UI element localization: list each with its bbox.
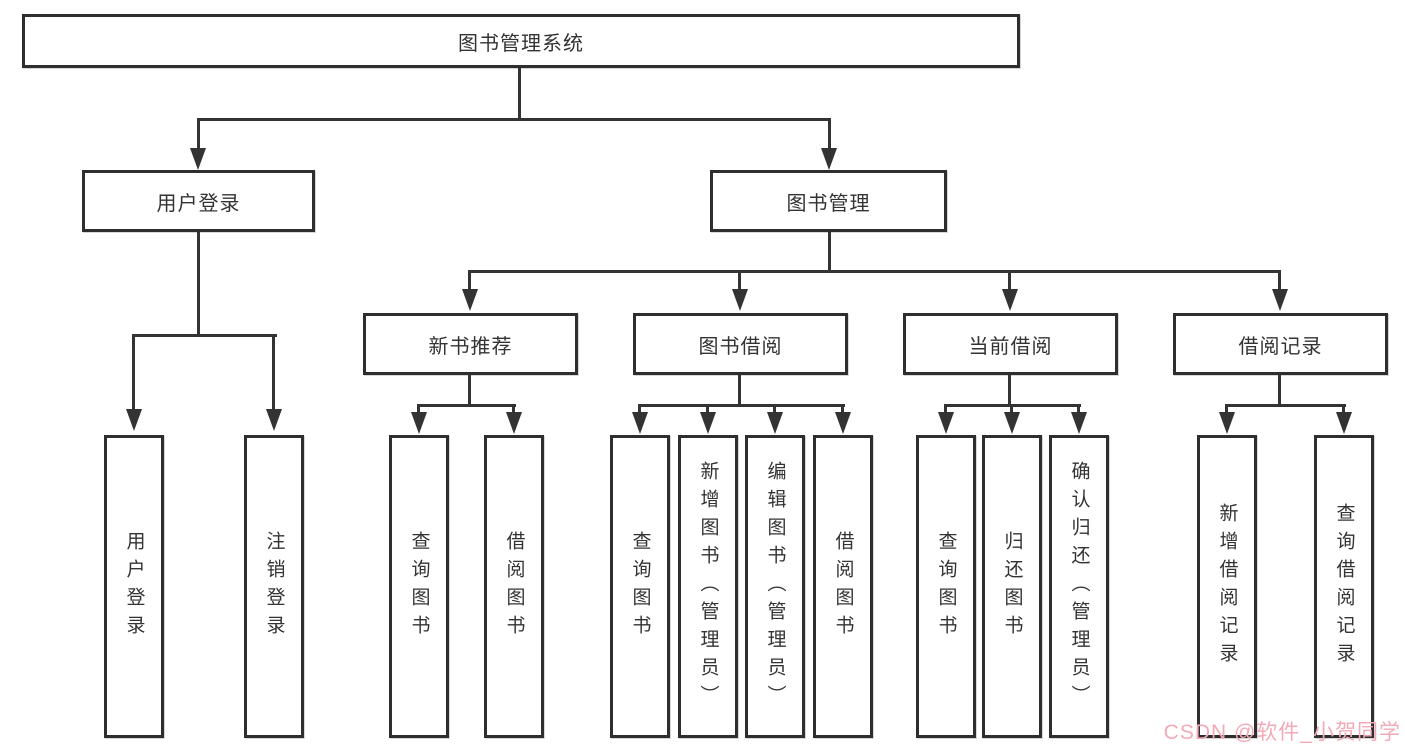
connector-line	[197, 118, 200, 150]
arrow-down-icon	[835, 412, 851, 434]
arrow-down-icon	[632, 412, 648, 434]
leaf-logout: 注销登录	[244, 435, 304, 738]
connector-line	[468, 375, 471, 406]
connector-line	[944, 404, 947, 414]
leaf-add-borrow-record: 新增借阅记录	[1197, 435, 1257, 738]
node-label: 注销登录	[263, 530, 285, 643]
node-book-borrowing: 图书借阅	[633, 313, 848, 375]
node-label: 图书借阅	[698, 335, 783, 358]
arrow-down-icon	[938, 412, 954, 434]
node-label: 图书管理	[786, 192, 871, 215]
leaf-borrow-books-1: 借阅图书	[484, 435, 544, 738]
arrow-down-icon	[411, 412, 427, 434]
connector-line	[1225, 404, 1346, 407]
node-borrowing-records: 借阅记录	[1173, 313, 1388, 375]
arrow-down-icon	[767, 412, 783, 434]
connector-line	[706, 404, 709, 414]
arrow-down-icon	[126, 409, 142, 431]
connector-line	[518, 68, 521, 120]
connector-line	[1077, 404, 1080, 414]
node-new-book-recommendation: 新书推荐	[363, 313, 578, 375]
node-label: 编辑图书（管理员）	[764, 460, 786, 713]
node-label: 查询图书	[408, 530, 430, 643]
node-label: 图书管理系统	[458, 32, 584, 55]
connector-line	[738, 270, 741, 290]
node-label: 新增图书（管理员）	[697, 460, 719, 713]
leaf-query-books-3: 查询图书	[916, 435, 976, 738]
node-label: 查询图书	[935, 530, 957, 643]
node-current-borrowing: 当前借阅	[903, 313, 1118, 375]
connector-line	[197, 118, 831, 121]
connector-line	[1278, 375, 1281, 406]
connector-line	[1342, 404, 1345, 414]
node-label: 新书推荐	[428, 335, 513, 358]
arrow-down-icon	[506, 412, 522, 434]
leaf-user-login: 用户登录	[104, 435, 164, 738]
node-label: 借阅记录	[1238, 335, 1323, 358]
arrow-down-icon	[1071, 412, 1087, 434]
node-label: 当前借阅	[968, 335, 1053, 358]
arrow-down-icon	[266, 409, 282, 431]
connector-line	[638, 404, 845, 407]
connector-line	[468, 270, 1281, 273]
node-label: 用户登录	[123, 530, 145, 643]
leaf-edit-books-admin: 编辑图书（管理员）	[745, 435, 805, 738]
node-label: 查询借阅记录	[1333, 502, 1355, 671]
connector-line	[638, 404, 641, 414]
connector-line	[417, 404, 420, 414]
connector-line	[828, 232, 831, 272]
connector-line	[272, 334, 275, 411]
node-label: 归还图书	[1001, 530, 1023, 643]
arrow-down-icon	[1004, 412, 1020, 434]
connector-line	[197, 232, 200, 337]
connector-line	[1008, 375, 1011, 406]
leaf-borrow-books-2: 借阅图书	[813, 435, 873, 738]
node-library-system: 图书管理系统	[22, 14, 1020, 68]
connector-line	[1010, 404, 1013, 414]
connector-line	[132, 334, 277, 337]
leaf-return-books: 归还图书	[982, 435, 1042, 738]
arrow-down-icon	[821, 148, 837, 170]
node-label: 借阅图书	[832, 530, 854, 643]
node-label: 确认归还（管理员）	[1068, 460, 1090, 713]
node-user-login: 用户登录	[82, 170, 315, 232]
arrow-down-icon	[1272, 289, 1288, 311]
node-book-management: 图书管理	[710, 170, 947, 232]
connector-line	[132, 334, 135, 411]
connector-line	[1278, 270, 1281, 290]
node-label: 借阅图书	[503, 530, 525, 643]
connector-line	[1225, 404, 1228, 414]
arrow-down-icon	[1219, 412, 1235, 434]
leaf-query-borrow-record: 查询借阅记录	[1314, 435, 1374, 738]
leaf-query-books-1: 查询图书	[389, 435, 449, 738]
connector-line	[773, 404, 776, 414]
connector-line	[1008, 270, 1011, 290]
leaf-add-books-admin: 新增图书（管理员）	[678, 435, 738, 738]
connector-line	[468, 270, 471, 290]
arrow-down-icon	[732, 289, 748, 311]
node-label: 新增借阅记录	[1216, 502, 1238, 671]
node-label: 查询图书	[629, 530, 651, 643]
connector-line	[738, 375, 741, 406]
connector-line	[417, 404, 516, 407]
connector-line	[841, 404, 844, 414]
arrow-down-icon	[190, 148, 206, 170]
arrow-down-icon	[1336, 412, 1352, 434]
connector-line	[828, 118, 831, 150]
leaf-confirm-return-admin: 确认归还（管理员）	[1049, 435, 1109, 738]
arrow-down-icon	[1002, 289, 1018, 311]
leaf-query-books-2: 查询图书	[610, 435, 670, 738]
connector-line	[512, 404, 515, 414]
arrow-down-icon	[462, 289, 478, 311]
arrow-down-icon	[700, 412, 716, 434]
node-label: 用户登录	[156, 192, 241, 215]
